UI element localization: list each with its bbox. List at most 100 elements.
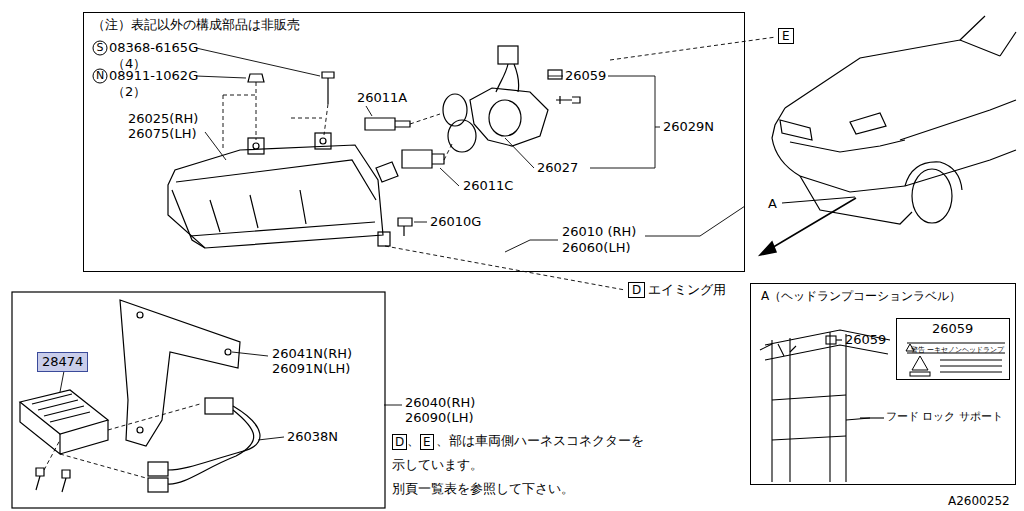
bulb-parts-part — [470, 88, 548, 146]
symbol-letter: N — [95, 69, 105, 82]
car-drawing-part — [900, 100, 1016, 140]
part-number: 26025(RH) — [128, 111, 198, 127]
part-number: 26090(LH) — [405, 410, 474, 426]
dashed-assembly-lines-part — [410, 114, 440, 124]
headlamp-drawing-part — [315, 133, 331, 149]
ballast-bracket-harness-part — [225, 349, 231, 355]
part-number: 26075(LH) — [128, 126, 197, 142]
note-text: 示しています。 — [392, 457, 483, 473]
connector-ref-box: D — [392, 434, 407, 450]
headlamp-drawing-part — [320, 138, 326, 144]
car-drawing-part — [790, 140, 905, 152]
car-drawing-part — [772, 108, 905, 192]
connector-ref-box: E — [778, 28, 794, 44]
part-number: 26091N(LH) — [272, 361, 350, 377]
headlamp-drawing-part — [168, 145, 383, 248]
radiator-support-drawing-part — [772, 395, 870, 440]
ballast-bracket-harness-part — [137, 427, 143, 433]
highlighted-part-number: 28474 — [37, 352, 88, 372]
part-number: 26010 (RH) — [562, 224, 636, 240]
part-number: 26010G — [430, 214, 481, 230]
bulb-parts-part — [443, 94, 467, 126]
part-number: 26011C — [463, 178, 513, 194]
dashed-assembly-lines — [44, 404, 200, 478]
car-drawing-part — [785, 40, 1000, 108]
ballast-bracket-harness-part — [20, 402, 108, 454]
car-drawing — [772, 16, 1016, 224]
note-text: エイミング用 — [648, 282, 726, 298]
ballast-bracket-harness-part — [205, 398, 233, 414]
bulb-parts-part — [432, 154, 444, 164]
caution-label: 26059警告 ーキセノンヘッドランプ — [896, 318, 1010, 380]
caution-label-graphics-part — [912, 356, 928, 370]
leader-lines-part — [505, 138, 534, 168]
leader-lines — [60, 48, 745, 440]
headlamp-drawing-part — [176, 160, 376, 200]
part-number: 26040(RH) — [405, 395, 475, 411]
symbol-letter: S — [95, 41, 105, 54]
dashed-assembly-lines-part — [444, 144, 452, 160]
ballast-bracket-harness-part — [36, 468, 44, 490]
headlamp-drawing-part — [210, 190, 306, 232]
part-number: 26060(LH) — [562, 240, 631, 256]
note-text: （2） — [112, 84, 146, 100]
headlamp-drawing-part — [376, 162, 398, 182]
leader-lines-part — [196, 48, 320, 76]
headlamp-drawing-part — [172, 190, 205, 248]
bulb-parts-part — [365, 118, 395, 130]
bulb-parts-part — [548, 70, 562, 79]
bulb-parts-part — [398, 218, 412, 236]
bulb-parts — [248, 46, 580, 236]
node-text: A（ヘッドランプコーションラベル） — [761, 289, 961, 303]
ballast-bracket-harness-part — [168, 410, 254, 484]
leader-lines-part — [414, 222, 427, 223]
leader-lines-part — [258, 437, 284, 440]
leader-lines-part — [548, 76, 563, 77]
car-drawing-part — [912, 169, 952, 223]
ballast-bracket-harness-part — [12, 292, 385, 508]
caution-label-graphics — [906, 343, 1005, 376]
leader-lines-part — [384, 405, 402, 406]
node-text: 28474 — [42, 354, 83, 370]
view-arrow-part — [760, 242, 776, 255]
ballast-bracket-harness-part — [168, 406, 260, 470]
bulb-parts-part — [498, 46, 518, 64]
node-text: 26059 — [932, 321, 973, 337]
ballast-bracket-harness-part — [20, 390, 108, 434]
note-text: 、部は車両側ハーネスコネクターを — [436, 433, 644, 449]
bulb-parts-part — [556, 96, 580, 104]
bulb-parts-part — [402, 150, 432, 168]
ballast-bracket-harness-part — [137, 312, 143, 318]
leader-lines-part — [590, 76, 655, 168]
node-text: （注）表記以外の構成部品は非販売 — [92, 17, 300, 33]
node-text: D — [395, 435, 404, 449]
dashed-assembly-lines-part — [44, 404, 200, 478]
leader-lines-part — [655, 127, 660, 128]
headlamp-drawing-part — [248, 138, 264, 154]
part-number: 26027 — [537, 160, 578, 176]
bulb-parts-part — [448, 120, 476, 152]
ballast-bracket-harness-part — [148, 462, 168, 476]
part-number: 26041N(RH) — [272, 346, 352, 362]
part-number: 26059 — [845, 332, 886, 348]
part-number: 26029N — [663, 119, 714, 135]
bulb-parts-part — [248, 74, 264, 82]
connector-ref-box: E — [420, 434, 434, 450]
node-text: D — [632, 283, 641, 297]
car-drawing-part — [905, 162, 962, 190]
note-text: A — [768, 196, 777, 212]
part-number: 26038N — [287, 429, 338, 445]
bulb-parts-part — [489, 100, 521, 136]
bulb-parts-part — [395, 121, 410, 127]
radiator-support-drawing-part — [826, 336, 836, 344]
leader-lines-part — [196, 76, 246, 78]
car-drawing-part — [960, 16, 1016, 56]
dashed-assembly-lines-part — [324, 104, 328, 135]
dashed-assembly-lines-part — [610, 37, 776, 60]
symbol-circles-part — [93, 41, 107, 55]
connector-ref-box: D — [628, 282, 645, 298]
headlamp-drawing — [168, 133, 398, 248]
leader-lines-part — [366, 106, 372, 116]
radiator-support-drawing-part — [860, 417, 884, 418]
